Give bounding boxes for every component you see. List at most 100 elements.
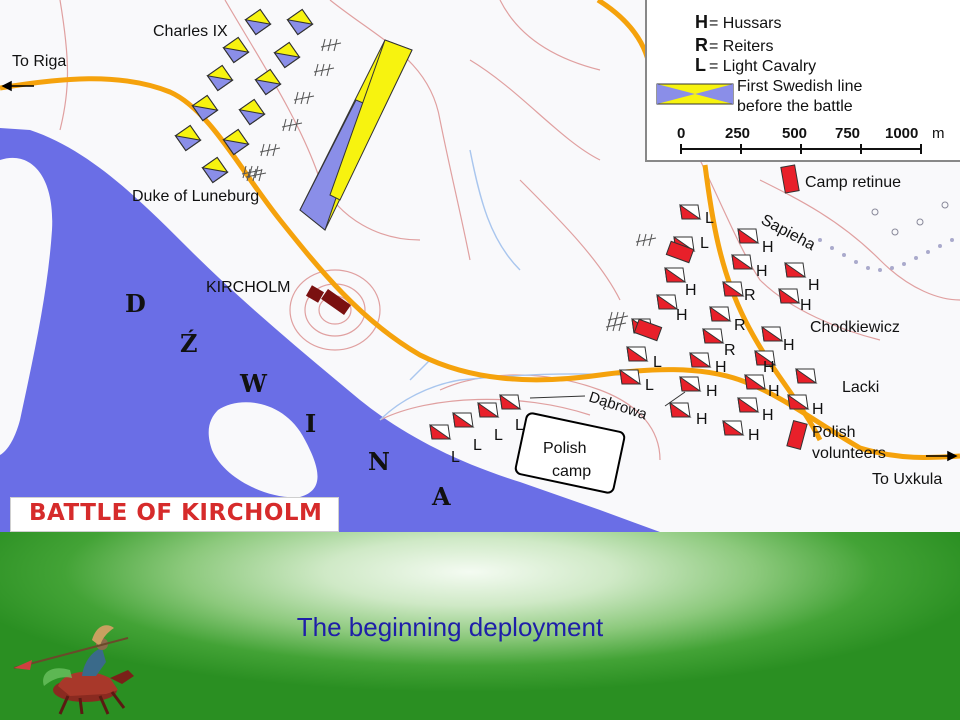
map-title-box: Battle of Kircholm: [10, 497, 339, 532]
label-charles-ix: Charles IX: [153, 23, 228, 40]
polish-unit-icon: [702, 327, 725, 344]
unit-type-letter: H: [685, 282, 697, 299]
polish-unit-icon: [619, 368, 642, 385]
polish-unit-icon: [679, 375, 702, 392]
swedish-unit-icon: [191, 94, 219, 122]
legend-key: R: [695, 35, 708, 55]
swedish-unit-icon: [238, 98, 266, 126]
unit-type-letter: H: [783, 337, 795, 354]
legend-label: = Reiters: [709, 38, 774, 55]
river-name-letter: I: [305, 409, 316, 438]
polish-unit-icon: [761, 325, 784, 342]
river-name-letter: N: [368, 447, 390, 476]
label-polish-volunteers-line2: volunteers: [812, 445, 886, 462]
polish-unit-icon: [731, 253, 754, 270]
legend-label: = Hussars: [709, 15, 782, 32]
polish-unit-icon: [778, 287, 801, 304]
label-to-riga: To Riga: [12, 53, 66, 70]
pike-mark-icon: [320, 38, 342, 52]
legend-swedish-line-swatch: [656, 83, 734, 105]
polish-unit-icon: [452, 411, 475, 428]
swedish-unit-icon: [273, 41, 301, 69]
river-name-letter: A: [431, 482, 451, 511]
slide-caption: The beginning deployment: [296, 612, 604, 642]
scale-tick-label: 750: [835, 125, 860, 142]
streams: [379, 149, 621, 421]
unit-type-letter: H: [762, 407, 774, 424]
unit-type-letter: H: [676, 307, 688, 324]
polish-unit-icon: [626, 345, 649, 362]
caption-panel: The beginning deployment: [0, 532, 960, 720]
legend-item-hussars: H= Hussars: [695, 12, 781, 33]
polish-unit-icon: [744, 373, 767, 390]
label-polish-camp-line1: Polish: [543, 440, 587, 457]
swedish-unit-icon: [206, 64, 234, 92]
polish-unit-icon: [737, 227, 760, 244]
unit-type-letter: H: [808, 277, 820, 294]
swedish-first-line: [299, 39, 413, 231]
unit-type-letter: L: [700, 235, 709, 252]
swedish-unit-icon: [222, 128, 250, 156]
pike-mark-icon: [293, 91, 315, 105]
swedish-unit-icon: [222, 36, 250, 64]
unit-type-letter: L: [494, 427, 503, 444]
label-camp-retinue: Camp retinue: [805, 174, 901, 191]
legend-key: L: [695, 55, 706, 75]
map-title: Battle of Kircholm: [29, 500, 323, 526]
polish-units: [429, 203, 818, 440]
pike-mark-icon: [313, 63, 335, 77]
scale-tick-label: 0: [677, 125, 685, 142]
unit-type-letter: L: [515, 417, 524, 434]
river-name-letter: W: [239, 369, 268, 398]
label-duke-of-luneburg: Duke of Luneburg: [132, 188, 259, 205]
polish-unit-icon: [669, 401, 692, 418]
unit-type-letter: R: [724, 342, 736, 359]
label-polish-volunteers-line1: Polish: [812, 424, 856, 441]
polish-unit-icon: [689, 351, 712, 368]
unit-type-letter: R: [734, 317, 746, 334]
dabrowa-leader-line-2: [664, 391, 686, 407]
unit-type-letter: L: [473, 437, 482, 454]
polish-unit-icon: [477, 401, 500, 418]
label-chodkiewicz: Chodkiewicz: [810, 319, 900, 336]
polish-unit-icon: [795, 367, 818, 384]
unit-type-letter: L: [645, 377, 654, 394]
kircholm-church-icon: [305, 285, 351, 315]
legend-item-reiters: R= Reiters: [695, 35, 773, 56]
polish-unit-icon: [722, 419, 745, 436]
river-name-letter: D: [125, 289, 146, 318]
polish-unit-icon: [499, 393, 522, 410]
camp-retinue-marker: [780, 164, 800, 194]
pike-mark-icon: [281, 118, 303, 132]
scale-bar: 0 250 500 750 1000 m: [677, 125, 945, 154]
scale-unit: m: [932, 125, 945, 142]
polish-camp: [514, 412, 626, 494]
unit-type-letter: R: [744, 287, 756, 304]
legend-swedish-line-label-1: First Swedish line: [737, 78, 863, 95]
pike-mark-icon: [635, 233, 657, 247]
road: [0, 76, 960, 461]
swedish-unit-icon: [201, 156, 229, 184]
hussar-knight-icon: [13, 625, 134, 715]
unit-type-letter: H: [763, 359, 775, 376]
polish-unit-icon: [784, 261, 807, 278]
legend-swedish-line-label-2: before the battle: [737, 98, 853, 115]
pike-mark-icon: [259, 143, 281, 157]
unit-type-letter: H: [768, 383, 780, 400]
pike-mark-icon: [605, 318, 627, 332]
swedish-unit-icon: [254, 68, 282, 96]
unit-type-letter: H: [800, 297, 812, 314]
unit-type-letter: H: [762, 239, 774, 256]
swedish-unit-icon: [174, 124, 202, 152]
scale-tick-label: 250: [725, 125, 750, 142]
unit-type-letter: H: [756, 263, 768, 280]
label-polish-camp-line2: camp: [552, 463, 591, 480]
unit-type-letter: H: [715, 359, 727, 376]
swedish-unit-icon: [286, 8, 314, 36]
unit-type-letter: L: [653, 354, 662, 371]
dotted-trail: [818, 201, 954, 272]
polish-volunteers-marker: [786, 420, 808, 450]
unit-type-letter: H: [696, 411, 708, 428]
polish-unit-icon: [709, 305, 732, 322]
legend-item-light-cavalry: L= Light Cavalry: [695, 55, 816, 76]
